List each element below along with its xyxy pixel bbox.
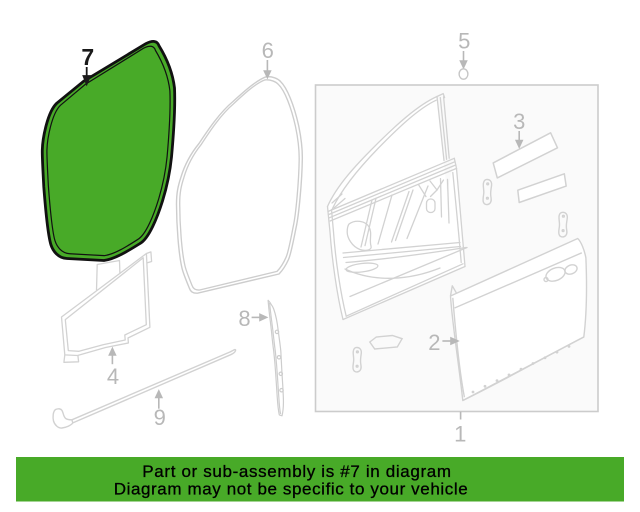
svg-text:5: 5 [458,28,470,53]
svg-text:4: 4 [107,364,119,389]
svg-text:1: 1 [454,422,466,447]
svg-text:Diagram may not be specific to: Diagram may not be specific to your vehi… [114,480,469,499]
svg-text:8: 8 [238,306,250,331]
svg-text:3: 3 [513,109,525,134]
svg-text:7: 7 [81,44,94,70]
svg-text:9: 9 [154,405,166,430]
svg-text:Part or sub-assembly is #7 in: Part or sub-assembly is #7 in diagram [142,462,451,481]
svg-text:2: 2 [428,330,440,355]
svg-text:6: 6 [262,38,274,63]
